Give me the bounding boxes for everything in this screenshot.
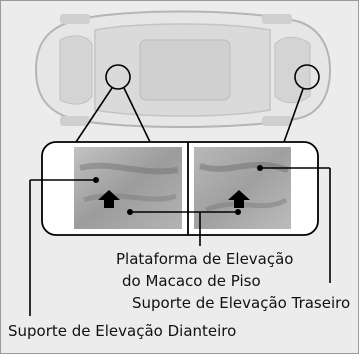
callout-line-front-left xyxy=(75,87,113,143)
floor-jack-platform-label-line2: do Macaco de Piso xyxy=(122,272,261,290)
up-arrow-icon xyxy=(228,190,250,208)
rear-lift-support-label: Suporte de Elevação Traseiro xyxy=(132,294,350,312)
floor-jack-connector xyxy=(127,209,241,246)
rear-lift-photo xyxy=(194,147,291,229)
rear-support-leader xyxy=(257,165,331,283)
car-top-view xyxy=(34,10,332,128)
callout-line-rear xyxy=(283,88,304,143)
floor-jack-platform-label-line1: Plataforma de Elevação xyxy=(116,250,294,268)
callout-line-front-right xyxy=(123,87,151,143)
front-lift-point-marker xyxy=(105,64,131,90)
front-support-leader xyxy=(29,177,99,316)
front-lift-support-label: Suporte de Elevação Dianteiro xyxy=(8,322,236,340)
up-arrow-icon xyxy=(98,190,120,208)
front-lift-photo xyxy=(74,147,182,229)
rear-lift-point-marker xyxy=(294,64,320,90)
